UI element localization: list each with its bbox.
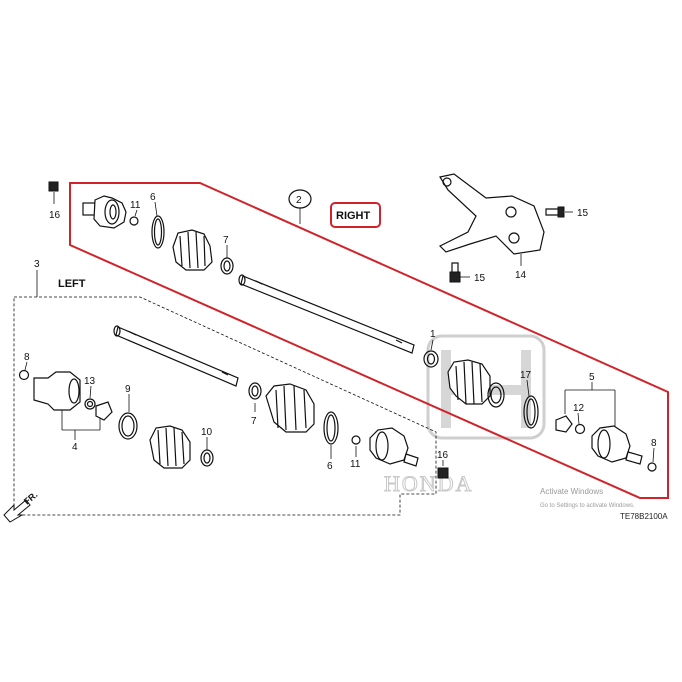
right-outboard-joint — [82, 195, 127, 229]
left-inboard-joint — [33, 371, 81, 411]
left-spider — [95, 401, 113, 421]
left-boot-band-7 — [248, 382, 262, 400]
bolt-15-lower — [449, 262, 461, 283]
callout-8-right: 8 — [651, 438, 657, 449]
left-boot-band-10 — [200, 449, 214, 467]
right-spider-12 — [555, 415, 586, 435]
callouts: 2 1 3 4 5 6 6 7 7 8 8 9 10 11 11 12 13 1… — [24, 189, 657, 472]
callout-5: 5 — [589, 372, 595, 383]
callout-13: 13 — [84, 376, 96, 387]
nut-16-lower — [437, 467, 449, 479]
callout-9: 9 — [125, 384, 131, 395]
right-driveshaft-highlight — [69, 182, 669, 499]
right-boot-band-17 — [523, 395, 539, 429]
callout-4: 4 — [72, 442, 78, 453]
right-label: RIGHT — [336, 210, 371, 222]
right-boot-band-large — [487, 382, 505, 408]
bolt-15-upper — [545, 206, 565, 218]
callout-11-left: 11 — [350, 459, 361, 470]
right-set-ring-1 — [423, 350, 439, 368]
diagram-code: TE78B2100A — [620, 512, 668, 521]
left-label: LEFT — [58, 278, 86, 290]
left-boot-band-9 — [118, 412, 138, 440]
callout-10: 10 — [201, 427, 213, 438]
front-arrow-icon — [3, 499, 31, 523]
callout-7-right: 7 — [223, 235, 229, 246]
right-boot-band-6 — [151, 215, 165, 249]
callout-16-upper: 16 — [49, 210, 61, 221]
callout-8-left: 8 — [24, 352, 30, 363]
callout-12: 12 — [573, 403, 585, 414]
callout-7-left: 7 — [251, 416, 257, 427]
callout-3: 3 — [34, 259, 40, 270]
left-circlip-13 — [84, 398, 96, 410]
right-inner-boot — [447, 359, 491, 405]
callout-14: 14 — [515, 270, 527, 281]
left-inner-boot — [149, 425, 191, 469]
left-boot-band-6 — [323, 411, 339, 445]
callout-2: 2 — [296, 195, 302, 206]
left-circlip-11 — [351, 435, 361, 445]
left-outboard-joint — [369, 427, 419, 467]
right-label-box — [330, 202, 381, 228]
right-circlip-11 — [129, 216, 139, 226]
callout-15-upper: 15 — [577, 208, 589, 219]
activate-windows-title: Activate Windows — [540, 487, 603, 496]
nut-16-upper — [48, 181, 59, 192]
callout-15-lower: 15 — [474, 273, 486, 284]
right-set-ring-8 — [647, 462, 657, 472]
right-inboard-joint — [591, 425, 643, 465]
callout-11-right: 11 — [130, 200, 141, 211]
callout-16-lower: 16 — [437, 450, 449, 461]
callout-2-circle — [288, 189, 312, 209]
left-outer-boot — [265, 383, 315, 433]
right-half-shaft — [238, 274, 415, 354]
leader-lines — [24, 192, 655, 466]
callout-6-right: 6 — [150, 192, 156, 203]
callout-17: 17 — [520, 370, 532, 381]
honda-watermark-text: HONDA — [384, 471, 473, 496]
left-driveshaft-frame — [13, 296, 437, 516]
left-set-ring-8 — [18, 369, 30, 381]
left-half-shaft — [113, 325, 239, 387]
callout-6-left: 6 — [327, 461, 333, 472]
bearing-support-bracket — [438, 173, 545, 255]
honda-watermark: HONDA Activate Windows Go to Settings to… — [384, 334, 635, 509]
activate-windows-subtitle: Go to Settings to activate Windows. — [540, 503, 635, 509]
right-boot-band-7 — [220, 257, 234, 275]
right-outer-boot — [172, 229, 213, 271]
callout-1: 1 — [430, 329, 436, 340]
